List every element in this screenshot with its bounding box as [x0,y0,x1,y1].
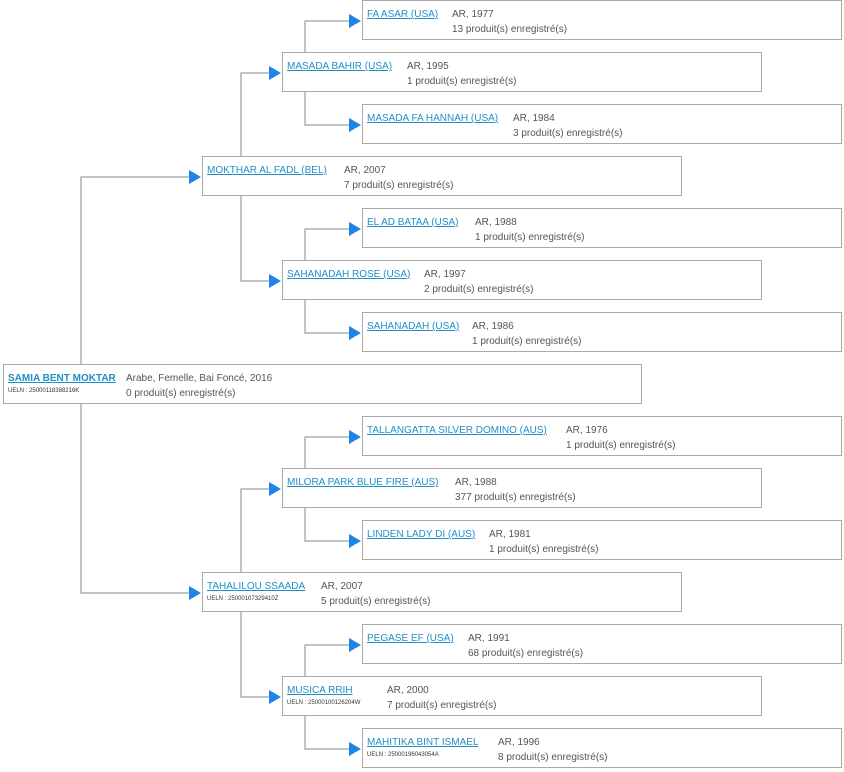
horse-info: AR, 2007 [321,581,363,592]
horse-name-link[interactable]: MAHITIKA BINT ISMAEL [367,737,479,748]
connector-line [304,508,350,542]
horse-node-sire: MOKTHAR AL FADL (BEL) AR, 2007 7 produit… [202,156,682,196]
horse-name-link[interactable]: PEGASE EF (USA) [367,633,454,644]
horse-info: AR, 1976 [566,425,608,436]
connector-line [304,644,350,676]
horse-products: 7 produit(s) enregistré(s) [344,180,454,191]
horse-node-dam-dam: MUSICA RRIH UELN : 25000100126204W AR, 2… [282,676,762,716]
horse-name-link[interactable]: MILORA PARK BLUE FIRE (AUS) [287,477,439,488]
arrow-right-icon [269,274,281,288]
horse-products: 1 produit(s) enregistré(s) [566,440,676,451]
horse-node-sire-dam-sire: EL AD BATAA (USA) AR, 1988 1 produit(s) … [362,208,842,248]
horse-info: AR, 2000 [387,685,429,696]
horse-node-sire-dam: SAHANADAH ROSE (USA) AR, 1997 2 produit(… [282,260,762,300]
horse-info: AR, 1997 [424,269,466,280]
horse-node-sire-sire: MASADA BAHIR (USA) AR, 1995 1 produit(s)… [282,52,762,92]
horse-info: Arabe, Femelle, Bai Foncé, 2016 [126,373,273,384]
arrow-right-icon [349,534,361,548]
horse-name-link[interactable]: MASADA BAHIR (USA) [287,61,393,72]
arrow-right-icon [189,170,201,184]
connector-line [304,300,350,334]
horse-products: 0 produit(s) enregistré(s) [126,388,236,399]
horse-products: 13 produit(s) enregistré(s) [452,24,568,35]
horse-info: AR, 1988 [475,217,517,228]
connector-line [304,716,350,750]
horse-ueln: UELN : 25000118388216K [8,388,80,394]
horse-info: AR, 1995 [407,61,449,72]
horse-node-sire-dam-dam: SAHANADAH (USA) AR, 1986 1 produit(s) en… [362,312,842,352]
horse-node-dam-dam-sire: PEGASE EF (USA) AR, 1991 68 produit(s) e… [362,624,842,664]
horse-name-link[interactable]: MOKTHAR AL FADL (BEL) [207,165,327,176]
horse-products: 1 produit(s) enregistré(s) [407,76,517,87]
arrow-right-icon [349,430,361,444]
horse-products: 7 produit(s) enregistré(s) [387,700,497,711]
horse-name-link[interactable]: SAHANADAH ROSE (USA) [287,269,411,280]
horse-node-sire-sire-dam: MASADA FA HANNAH (USA) AR, 1984 3 produi… [362,104,842,144]
horse-name-link[interactable]: SAMIA BENT MOKTAR [8,373,116,384]
horse-name-link[interactable]: MASADA FA HANNAH (USA) [367,113,499,124]
horse-node-dam-sire-dam: LINDEN LADY DI (AUS) AR, 1981 1 produit(… [362,520,842,560]
horse-products: 377 produit(s) enregistré(s) [455,492,576,503]
arrow-right-icon [269,66,281,80]
connector-line [240,196,270,282]
horse-name-link[interactable]: LINDEN LADY DI (AUS) [367,529,476,540]
horse-ueln: UELN : 25000100126204W [287,700,361,706]
horse-node-dam-sire: MILORA PARK BLUE FIRE (AUS) AR, 1988 377… [282,468,762,508]
connector-line [304,436,350,468]
arrow-right-icon [349,742,361,756]
horse-products: 8 produit(s) enregistré(s) [498,752,608,763]
horse-name-link[interactable]: MUSICA RRIH [287,685,353,696]
horse-products: 1 produit(s) enregistré(s) [472,336,582,347]
horse-products: 68 produit(s) enregistré(s) [468,648,584,659]
horse-products: 3 produit(s) enregistré(s) [513,128,623,139]
horse-name-link[interactable]: EL AD BATAA (USA) [367,217,459,228]
horse-products: 1 produit(s) enregistré(s) [475,232,585,243]
connector-line [304,92,350,126]
horse-node-sire-sire-sire: FA ASAR (USA) AR, 1977 13 produit(s) enr… [362,0,842,40]
horse-products: 5 produit(s) enregistré(s) [321,596,431,607]
horse-ueln: UELN : 25000196043054A [367,752,439,758]
horse-info: AR, 1984 [513,113,555,124]
arrow-right-icon [189,586,201,600]
connector-line [240,72,270,156]
horse-name-link[interactable]: TALLANGATTA SILVER DOMINO (AUS) [367,425,547,436]
connector-line [240,488,270,572]
horse-name-link[interactable]: FA ASAR (USA) [367,9,439,20]
arrow-right-icon [349,118,361,132]
connector-line [80,176,190,364]
horse-info: AR, 1988 [455,477,497,488]
arrow-right-icon [349,14,361,28]
connector-line [240,612,270,698]
horse-info: AR, 1981 [489,529,531,540]
horse-products: 2 produit(s) enregistré(s) [424,284,534,295]
horse-info: AR, 2007 [344,165,386,176]
horse-info: AR, 1977 [452,9,494,20]
arrow-right-icon [269,690,281,704]
horse-info: AR, 1991 [468,633,510,644]
arrow-right-icon [349,638,361,652]
arrow-right-icon [349,222,361,236]
horse-node-dam-dam-dam: MAHITIKA BINT ISMAEL UELN : 250001960430… [362,728,842,768]
horse-products: 1 produit(s) enregistré(s) [489,544,599,555]
horse-ueln: UELN : 25000107329410Z [207,596,279,602]
horse-name-link[interactable]: SAHANADAH (USA) [367,321,460,332]
horse-name-link[interactable]: TAHALILOU SSAADA [207,581,306,592]
arrow-right-icon [269,482,281,496]
connector-line [80,404,190,594]
horse-node-subject: SAMIA BENT MOKTAR UELN : 25000118388216K… [3,364,642,404]
horse-info: AR, 1986 [472,321,514,332]
connector-line [304,20,350,52]
horse-node-dam-sire-sire: TALLANGATTA SILVER DOMINO (AUS) AR, 1976… [362,416,842,456]
connector-line [304,228,350,260]
horse-info: AR, 1996 [498,737,540,748]
horse-node-dam: TAHALILOU SSAADA UELN : 25000107329410Z … [202,572,682,612]
arrow-right-icon [349,326,361,340]
